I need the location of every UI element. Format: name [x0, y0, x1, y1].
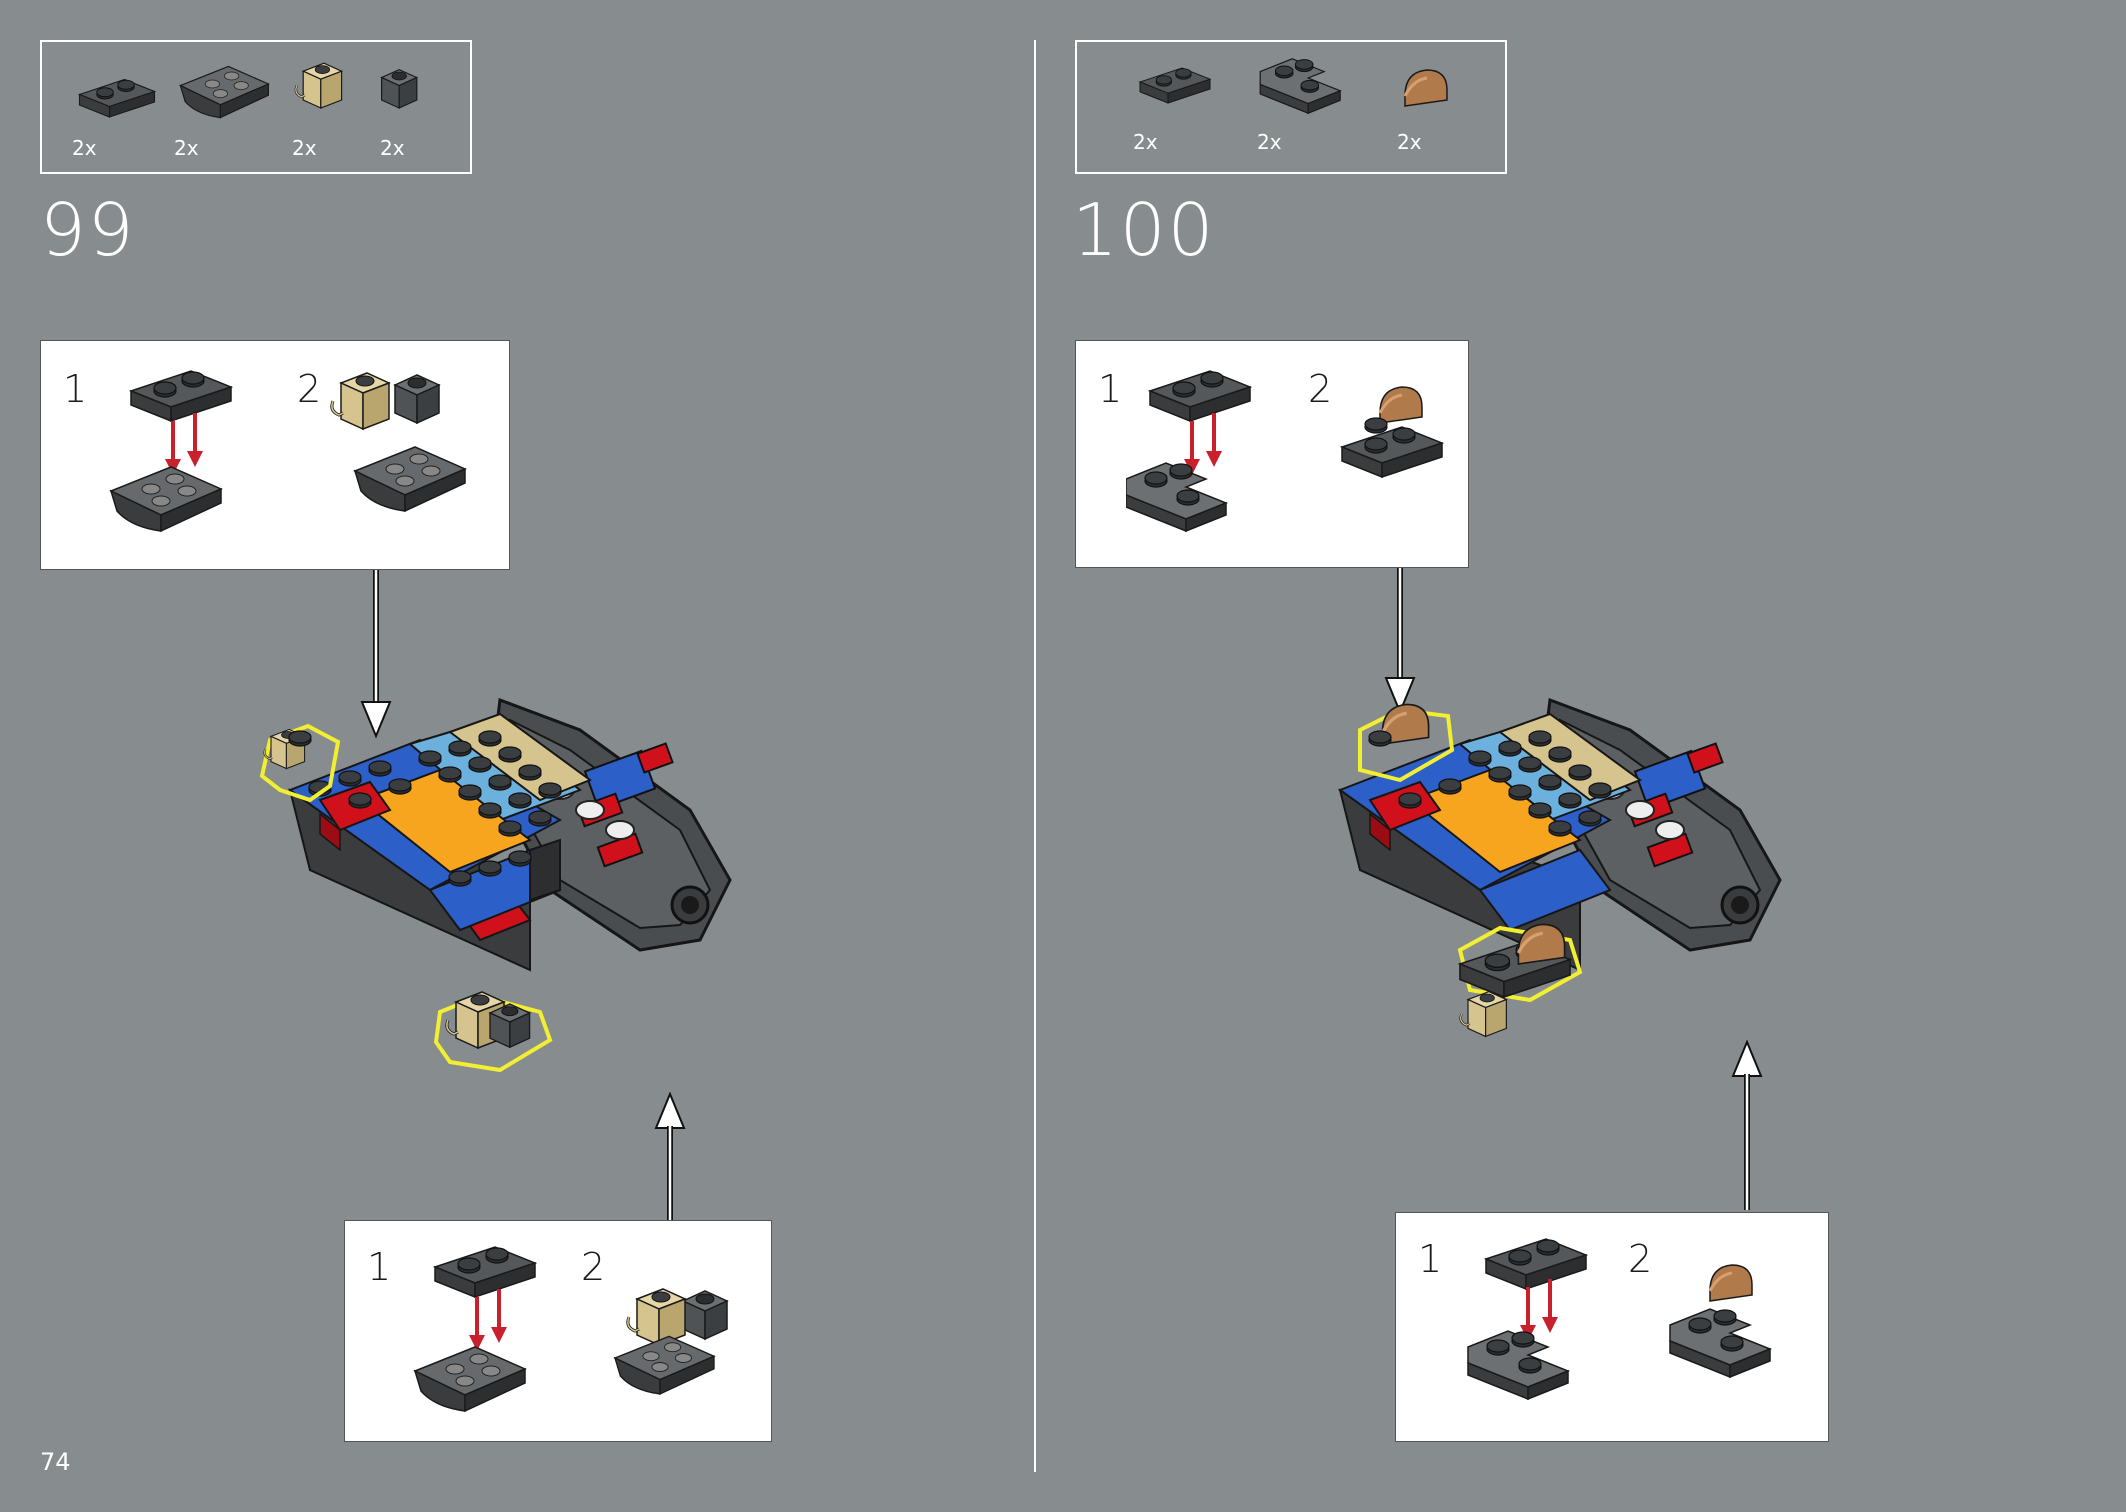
substep-1-illustration [414, 1231, 585, 1412]
model-illustration-100 [1337, 697, 1782, 1038]
part-curved-slope: 2x [1397, 54, 1507, 154]
subassembly-panel-99-top: 1 2 [40, 340, 510, 570]
parts-list-step-100: 2x 2x 2x [1075, 40, 1507, 174]
step-number-99: 99 [40, 188, 136, 272]
substep-label: 1 [1418, 1237, 1443, 1281]
part-dark-plate: 2x [72, 60, 182, 160]
part-dark-brick: 2x [380, 60, 490, 160]
subassembly-panel-100-bottom: 1 2 [1395, 1212, 1829, 1442]
callout-arrow-down [1384, 568, 1416, 715]
part-qty: 2x [1397, 130, 1422, 154]
subassembly-panel-99-bottom: 1 2 [344, 1220, 772, 1442]
substep-2-illustration [1326, 385, 1476, 551]
callout-arrow-up [654, 1092, 686, 1222]
highlight-new-parts [1358, 702, 1583, 1038]
page-divider [1034, 40, 1036, 1472]
part-qty: 2x [380, 136, 405, 160]
corner-plate-icon [1257, 54, 1367, 134]
callout-arrow-down [360, 570, 392, 739]
part-dark-plate: 2x [1133, 54, 1243, 154]
part-qty: 2x [292, 136, 317, 160]
substep-label: 2 [297, 367, 322, 411]
substep-label: 1 [367, 1245, 392, 1289]
substep-label: 2 [1308, 367, 1333, 411]
substep-2-illustration [614, 1287, 728, 1395]
highlight-new-parts [259, 723, 553, 1073]
substep-1-illustration [1126, 351, 1306, 551]
brick-1x1-icon [381, 68, 418, 109]
part-corner-plate: 2x [1257, 54, 1367, 154]
callout-arrow-up [1731, 1040, 1763, 1210]
step-number-100: 100 [1072, 188, 1216, 272]
substep-label: 1 [63, 367, 88, 411]
plate-2x1-icon [1133, 54, 1243, 134]
plate-2x1-icon [72, 60, 182, 140]
subassembly-panel-100-top: 1 2 [1075, 340, 1469, 568]
part-tan-clip-brick: 2x [292, 60, 402, 160]
substep-1-illustration [1462, 1223, 1642, 1433]
part-inverted-slope: 2x [174, 60, 284, 160]
substep-1-illustration [110, 351, 291, 532]
curved-slope-icon [1403, 68, 1449, 108]
substep-label: 2 [581, 1245, 606, 1289]
part-qty: 2x [72, 136, 97, 160]
substep-label: 1 [1098, 367, 1123, 411]
parts-list-step-99: 2x 2x 2x 2x [40, 40, 472, 174]
substep-2-illustration [330, 371, 466, 512]
substep-2-illustration [1666, 1263, 1816, 1423]
inverted-slope-icon [179, 65, 269, 119]
model-illustration-99 [259, 697, 732, 1073]
part-qty: 2x [1133, 130, 1158, 154]
substep-label: 2 [1628, 1237, 1653, 1281]
part-qty: 2x [1257, 130, 1282, 154]
part-qty: 2x [174, 136, 199, 160]
page-number: 74 [40, 1448, 71, 1476]
